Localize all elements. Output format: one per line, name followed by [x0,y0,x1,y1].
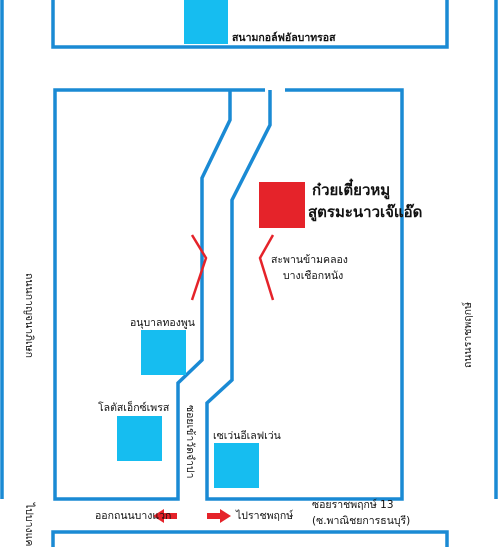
bridge-right-bracket [258,234,275,301]
golf-course-label: สนามกอล์ฟอัลบาทรอส [232,32,336,44]
arrow-left-icon [153,509,177,523]
lotus-marker [117,416,162,461]
kindergarten-marker [141,330,186,375]
soi-main-label-line1: ซอยราชพฤกษ์ 13 [312,499,394,511]
lotus-label: โลตัสเอ็กซ์เพรส [98,402,170,414]
right-block-outline [205,88,404,501]
bottom-left-road-label: ไปบางแค [23,503,35,547]
restaurant-marker [259,182,305,228]
bottom-block-outline [51,530,449,547]
right-road-label: ถนนราชพฤกษ์ [462,302,474,368]
bridge-label-line2: บางเชือกหนัง [283,270,344,282]
left-road-label: ถนนกาญจนาภิเษก [23,273,35,358]
seven-eleven-marker [214,443,259,488]
top-block-outline [51,0,449,49]
soi-main-label-line2: (ซ.พาณิชยการธนบุรี) [312,515,411,527]
bridge-left-bracket [190,234,208,301]
left-block-outline [53,88,265,501]
kindergarten-label: อนุบาลทองพูน [130,317,195,329]
restaurant-name-line2: สูตรมะนาวเจ๊แอ๊ด [308,203,423,221]
to-left-label: ออกถนนบางแวก [95,510,172,522]
arrow-right-icon [207,509,231,523]
to-right-label: ไปราชพฤกษ์ [236,510,294,522]
soi-wat-label: ซอยเข้าวัดจำปา [184,405,196,479]
seven-eleven-label: เซเว่นอีเลฟเว่น [213,430,281,442]
bridge-label-line1: สะพานข้ามคลอง [271,254,348,266]
restaurant-name-line1: ก๋วยเตี๋ยวหมู [312,181,391,199]
golf-course-marker [184,0,228,44]
